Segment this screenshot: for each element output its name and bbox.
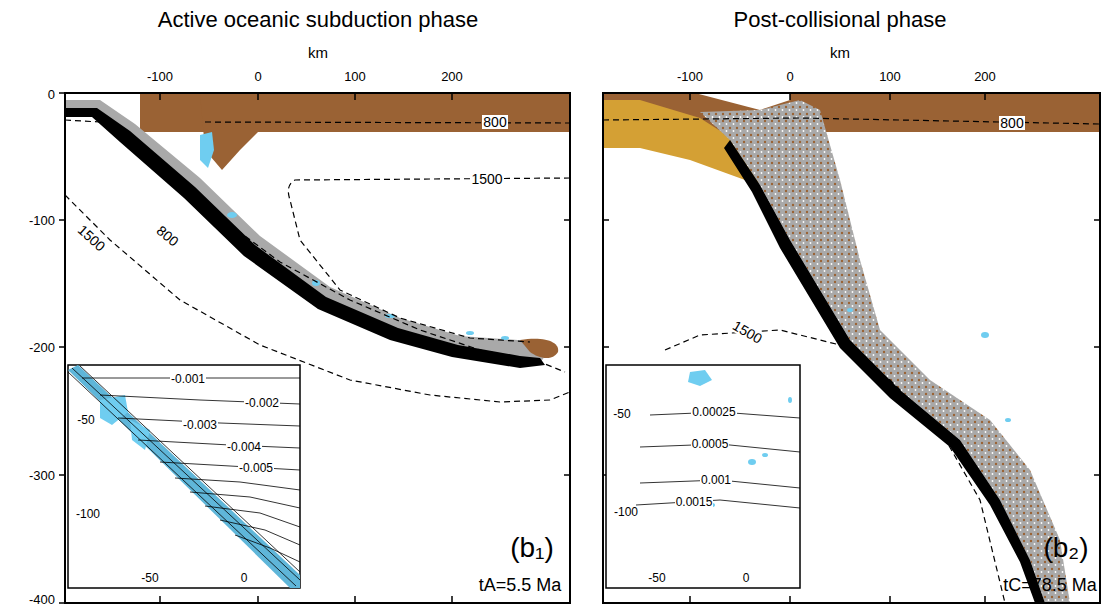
tick-label: -100 [677, 70, 703, 83]
time-label: tC=78.5 Ma [1003, 576, 1097, 594]
tick-label: -50 [612, 408, 631, 420]
axis-unit: km [830, 45, 850, 60]
sediment-hook [520, 339, 558, 358]
time-label: tA=5.5 Ma [479, 576, 562, 594]
tick-label: 200 [441, 70, 463, 83]
collision-panel [603, 93, 1100, 603]
tick-label: 0 [742, 572, 751, 584]
tick-label: -50 [140, 572, 159, 584]
tick-label: 0 [240, 572, 249, 584]
tick-label: -200 [29, 341, 55, 354]
tick-label: 200 [974, 70, 996, 83]
tick-label: 0 [786, 70, 793, 83]
tick-label: -300 [29, 469, 55, 482]
contour-label: -0.001 [170, 373, 206, 385]
tick-label: 100 [879, 70, 901, 83]
tick-label: 0 [254, 70, 261, 83]
contour-label: 1500 [730, 318, 766, 347]
panel-frame [65, 93, 570, 603]
tick-label: -100 [147, 70, 173, 83]
panel-title: Post-collisional phase [734, 9, 947, 31]
panel-label: (b₂) [1043, 534, 1088, 562]
tick-label: -50 [76, 414, 95, 426]
contour-label: -0.005 [238, 462, 274, 474]
contour-label: -0.003 [182, 419, 218, 431]
tick-label: -100 [75, 508, 101, 520]
contour-label: 0.0015 [675, 496, 714, 508]
contour-label: -0.002 [244, 397, 280, 409]
axis-unit: km [308, 45, 328, 60]
panel-label: (b₁) [510, 534, 554, 562]
contour-label: 0.00025 [691, 406, 736, 418]
tick-label: -400 [29, 593, 55, 606]
strain-rate-inset [68, 365, 300, 588]
contour-label: 800 [999, 116, 1024, 130]
tick-label: -50 [647, 572, 666, 584]
axis-ticks [59, 93, 570, 603]
isotherms [65, 120, 570, 402]
accretionary-wedge [200, 93, 262, 170]
subduction-panel [65, 93, 570, 402]
contour-label: 800 [482, 115, 507, 129]
tick-label: 100 [344, 70, 366, 83]
contour-label: 0.0005 [691, 438, 730, 450]
axis-ticks [603, 93, 1100, 603]
tick-label: 0 [48, 88, 55, 101]
strain-rate-inset [606, 365, 800, 588]
panel-title: Active oceanic subduction phase [158, 9, 478, 31]
contour-label: 800 [154, 222, 182, 249]
oceanic-crust [65, 108, 545, 368]
tick-label: -100 [29, 214, 55, 227]
contour-label: 0.001 [700, 474, 732, 486]
tick-label: -100 [613, 506, 639, 518]
contour-label: -0.004 [226, 441, 262, 453]
hydrated-patches [200, 132, 509, 340]
contour-label: 1500 [470, 172, 503, 186]
contour-label: 1500 [75, 222, 109, 255]
isotherms [603, 118, 1100, 603]
panel-frame [603, 93, 1100, 603]
